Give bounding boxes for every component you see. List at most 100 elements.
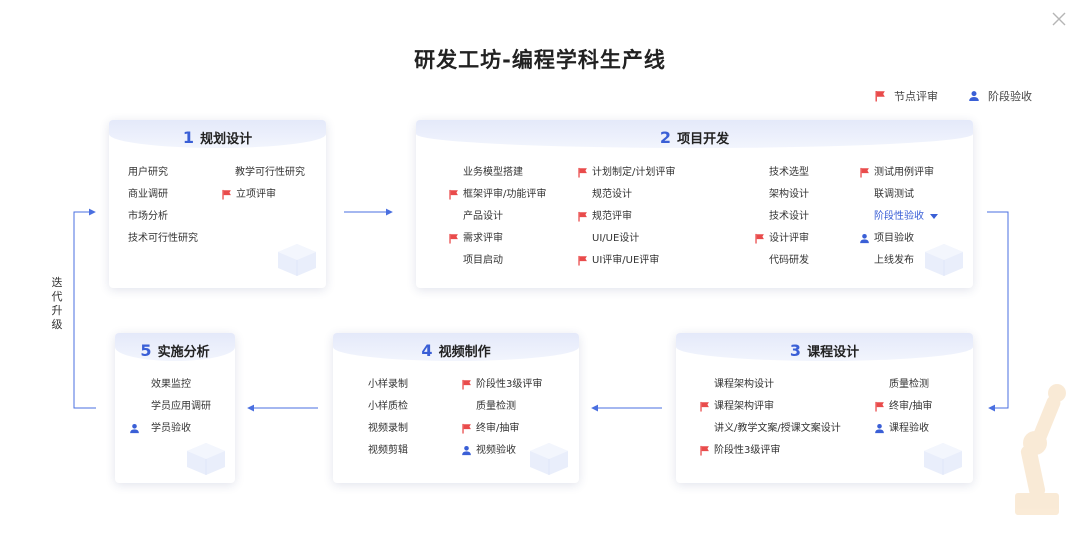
list-item-review: 阶段性3级评审 <box>461 378 542 392</box>
list-item: 讲义/教学文案/授课文案设计 <box>714 423 841 434</box>
legend-node-review: 节点评审 <box>874 88 938 104</box>
legend-node-review-label: 节点评审 <box>894 90 938 103</box>
card-header <box>115 333 235 361</box>
card-course-design: 3 课程设计 课程架构设计 课程架构评审 讲义/教学文案/授课文案设计 阶段性3级… <box>676 333 973 483</box>
list-item: 教学可行性研究 <box>235 167 305 178</box>
list-item-review: 设计评审 <box>754 232 809 246</box>
cube-decoration <box>274 238 320 278</box>
user-icon <box>874 423 885 434</box>
user-icon <box>859 233 870 244</box>
list-item-review: UI评审/UE评审 <box>577 254 659 268</box>
list-item: 商业调研 <box>128 189 168 200</box>
list-item-acceptance: 学员验收 <box>129 422 191 436</box>
card-header <box>109 120 326 148</box>
list-item: 效果监控 <box>151 379 191 390</box>
card-number: 4 <box>421 341 433 360</box>
flag-icon <box>874 401 885 412</box>
caret-down-icon[interactable] <box>930 214 938 220</box>
card-title-text: 课程设计 <box>807 345 860 360</box>
stage-acceptance-dropdown[interactable]: 阶段性验收 <box>874 210 938 224</box>
flag-icon <box>859 167 870 178</box>
list-item: 技术可行性研究 <box>128 233 198 244</box>
list-item: 产品设计 <box>463 211 503 222</box>
cube-decoration <box>920 437 966 477</box>
card-planning-design: 1 规划设计 用户研究 商业调研 市场分析 技术可行性研究 教学可行性研究 立项评… <box>109 120 326 288</box>
flag-icon <box>448 189 459 200</box>
legend-stage-acceptance-label: 阶段验收 <box>988 90 1032 103</box>
list-item: 规范设计 <box>592 189 632 200</box>
list-item: 质量检测 <box>476 401 516 412</box>
list-item-review: 测试用例评审 <box>859 166 934 180</box>
list-item-review: 终审/抽审 <box>874 400 932 414</box>
list-item: 技术选型 <box>769 167 809 178</box>
list-item-review: 立项评审 <box>221 188 276 202</box>
list-item: 视频录制 <box>368 423 408 434</box>
card-title: 1 规划设计 <box>109 128 326 147</box>
list-item: 市场分析 <box>128 211 168 222</box>
flag-icon <box>461 423 472 434</box>
list-item: 学员应用调研 <box>151 401 211 412</box>
list-item: 用户研究 <box>128 167 168 178</box>
card-title-text: 视频制作 <box>438 345 491 360</box>
arrow-iterate <box>73 208 96 409</box>
list-item-acceptance: 项目验收 <box>859 232 914 246</box>
flag-icon <box>221 189 232 200</box>
list-item-acceptance: 视频验收 <box>461 444 516 458</box>
list-item: 小样质检 <box>368 401 408 412</box>
list-item-review: 终审/抽审 <box>461 422 519 436</box>
close-icon[interactable] <box>1050 10 1068 28</box>
cube-decoration <box>921 238 967 278</box>
card-title-text: 实施分析 <box>157 345 210 360</box>
list-item-acceptance: 课程验收 <box>874 422 929 436</box>
list-item: 项目启动 <box>463 255 503 266</box>
list-item-review: 规范评审 <box>577 210 632 224</box>
cube-decoration <box>183 437 229 477</box>
flag-icon <box>699 401 710 412</box>
flag-icon <box>577 211 588 222</box>
card-number: 1 <box>182 128 195 147</box>
flag-icon <box>577 167 588 178</box>
list-item: 课程架构设计 <box>714 379 774 390</box>
card-number: 5 <box>140 341 152 360</box>
list-item: 小样录制 <box>368 379 408 390</box>
list-item: 联调测试 <box>874 189 914 200</box>
card-title-text: 项目开发 <box>677 132 730 147</box>
iterate-label: 迭代升级 <box>51 276 63 331</box>
card-title: 2 项目开发 <box>416 128 973 147</box>
flag-icon <box>577 255 588 266</box>
list-item: 业务模型搭建 <box>463 167 523 178</box>
card-implementation-analysis: 5 实施分析 效果监控 学员应用调研 学员验收 <box>115 333 235 483</box>
user-icon <box>129 423 140 434</box>
card-video-production: 4 视频制作 小样录制 小样质检 视频录制 视频剪辑 阶段性3级评审 质量检测 终… <box>333 333 579 483</box>
page-title: 研发工坊-编程学科生产线 <box>414 48 666 72</box>
list-item-review: 计划制定/计划评审 <box>577 166 675 180</box>
list-item-review: 框架评审/功能评审 <box>448 188 546 202</box>
card-number: 3 <box>789 341 802 360</box>
list-item: 技术设计 <box>769 211 809 222</box>
list-item: 代码研发 <box>769 255 809 266</box>
list-item-review: 课程架构评审 <box>699 400 774 414</box>
flag-icon <box>754 233 765 244</box>
card-number: 2 <box>659 128 672 147</box>
list-item: 架构设计 <box>769 189 809 200</box>
robot-arm-decoration <box>1015 384 1066 515</box>
card-title: 5 实施分析 <box>115 341 235 360</box>
card-header <box>333 333 579 361</box>
card-title-text: 规划设计 <box>200 132 253 147</box>
arrow-2-to-3 <box>987 211 1009 412</box>
flag-icon <box>461 379 472 390</box>
list-item: 视频剪辑 <box>368 445 408 456</box>
card-title: 4 视频制作 <box>333 341 579 360</box>
legend-stage-acceptance: 阶段验收 <box>968 88 1032 104</box>
card-title: 3 课程设计 <box>676 341 973 360</box>
card-header <box>676 333 973 361</box>
flag-icon <box>699 445 710 456</box>
flag-icon <box>448 233 459 244</box>
list-item: UI/UE设计 <box>592 233 640 244</box>
user-icon <box>461 445 472 456</box>
list-item-review: 阶段性3级评审 <box>699 444 780 458</box>
card-header <box>416 120 973 148</box>
list-item: 质量检测 <box>889 379 929 390</box>
